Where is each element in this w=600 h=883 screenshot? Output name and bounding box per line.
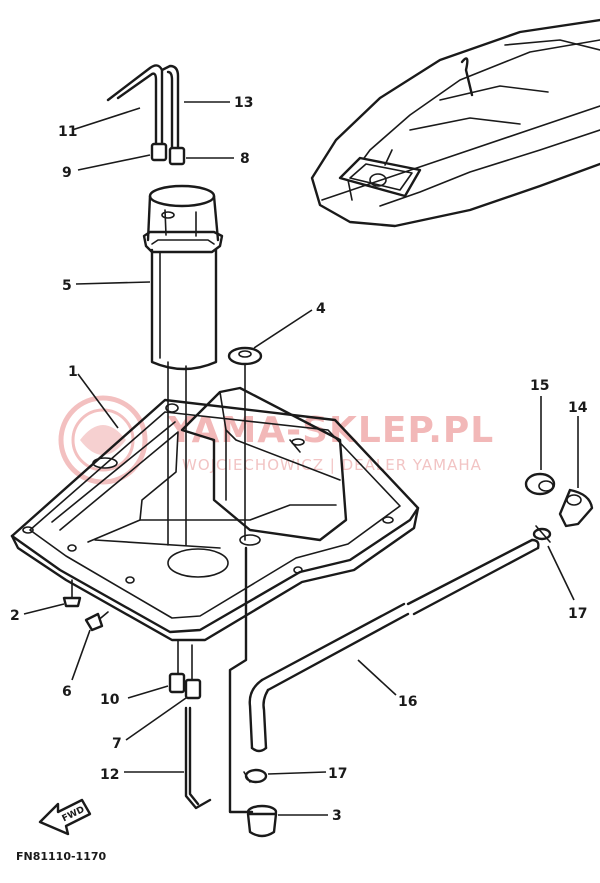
callout-10: 10 bbox=[100, 692, 120, 708]
screws bbox=[62, 579, 109, 632]
callout-4: 4 bbox=[316, 301, 326, 317]
drain-plug bbox=[246, 804, 278, 838]
leader-lines bbox=[23, 101, 579, 816]
callout-12: 12 bbox=[100, 767, 119, 783]
watercraft-hull-view bbox=[310, 18, 600, 228]
lower-fittings bbox=[168, 639, 212, 810]
callout-13: 13 bbox=[234, 95, 253, 111]
callout-6: 6 bbox=[62, 684, 72, 700]
forward-arrow: FWD bbox=[38, 798, 92, 836]
clamps bbox=[243, 525, 552, 784]
callout-16: 16 bbox=[398, 694, 417, 710]
watermark-dealer: WOJCIECHOWICZ | DEALER YAMAHA bbox=[182, 456, 482, 474]
watermark-logo-mark bbox=[80, 425, 126, 455]
vent-tubes bbox=[106, 64, 186, 166]
callout-11: 11 bbox=[58, 124, 77, 140]
callout-8: 8 bbox=[240, 151, 250, 167]
callout-2: 2 bbox=[10, 608, 20, 624]
callout-labels: 11 13 9 8 5 4 1 2 6 10 7 12 16 17 3 15 1… bbox=[10, 95, 588, 824]
caps bbox=[524, 472, 594, 528]
fuel-hose bbox=[228, 538, 540, 814]
callout-14: 14 bbox=[568, 400, 588, 416]
callout-15: 15 bbox=[530, 378, 549, 394]
filter-assembly bbox=[142, 184, 224, 546]
watermark: YAMA-SKLEP.PL WOJCIECHOWICZ | DEALER YAM… bbox=[58, 395, 494, 485]
callout-9: 9 bbox=[62, 165, 72, 181]
figure-code: FN81110-1170 bbox=[16, 850, 107, 863]
callout-5: 5 bbox=[62, 278, 72, 294]
callout-7: 7 bbox=[112, 736, 122, 752]
callout-3: 3 bbox=[332, 808, 342, 824]
callout-17-lower: 17 bbox=[328, 766, 347, 782]
callout-1: 1 bbox=[68, 364, 78, 380]
callout-17-right: 17 bbox=[568, 606, 587, 622]
watermark-brand: YAMA-SKLEP.PL bbox=[167, 410, 494, 451]
watermark-logo-ring bbox=[58, 395, 148, 485]
tray-bracket bbox=[10, 386, 420, 642]
grommet bbox=[227, 346, 263, 541]
